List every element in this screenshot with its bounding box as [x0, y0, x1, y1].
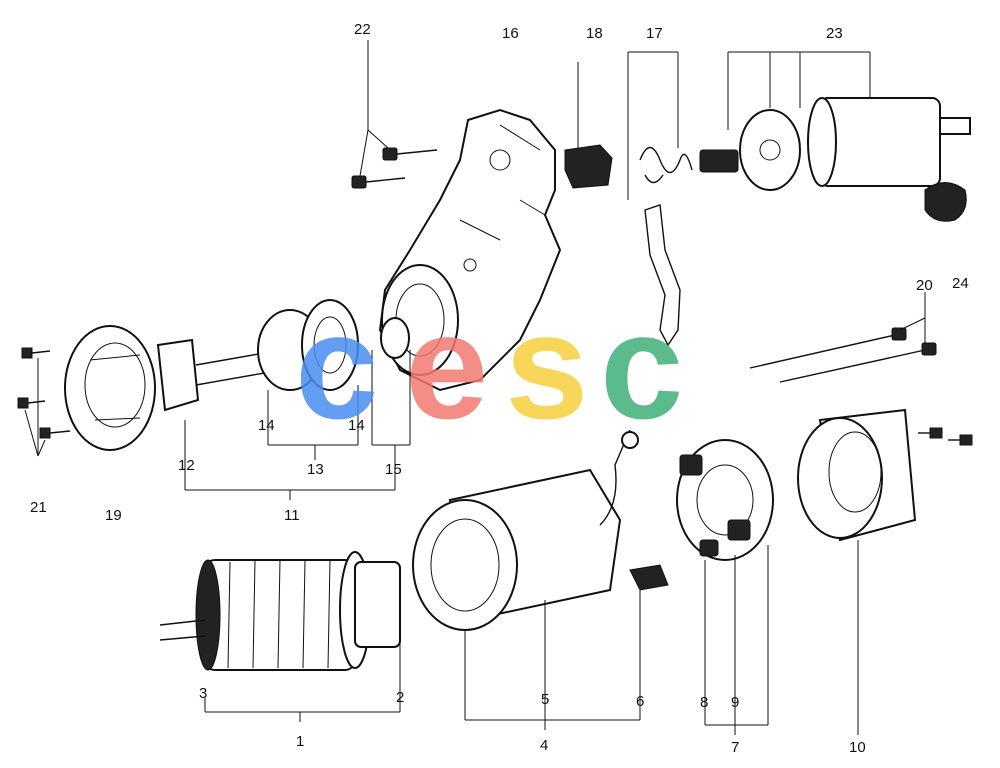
watermark-logo: c e s c: [295, 282, 683, 450]
label-14b: 14: [348, 417, 365, 434]
brush-block: [564, 62, 613, 189]
label-24: 24: [952, 275, 969, 292]
commutator-end-cap: [797, 408, 973, 735]
label-22: 22: [354, 21, 371, 38]
label-16: 16: [502, 25, 519, 42]
label-7: 7: [731, 739, 739, 756]
drive-end-housing: [378, 108, 562, 392]
label-11: 11: [284, 507, 300, 524]
label-2: 2: [396, 689, 404, 706]
terminal-boot: [924, 182, 967, 222]
drive-pinion-assembly: [156, 299, 411, 500]
label-12: 12: [178, 457, 195, 474]
label-4: 4: [540, 737, 548, 754]
label-5: 5: [541, 691, 549, 708]
through-bolts: [749, 292, 937, 383]
solenoid-switch: [699, 51, 971, 191]
label-15: 15: [385, 461, 402, 478]
label-19: 19: [105, 507, 122, 524]
label-3: 3: [199, 685, 207, 702]
spring-and-lever: [627, 51, 693, 347]
watermark-letter-s: s: [505, 282, 588, 450]
label-17: 17: [646, 25, 663, 42]
watermark-letter-c2: c: [600, 282, 683, 450]
brush-holder-plate: [676, 439, 774, 735]
label-10: 10: [849, 739, 866, 756]
cover-screws: [17, 347, 71, 457]
watermark-letter-e: e: [405, 282, 488, 450]
label-18: 18: [586, 25, 603, 42]
cover-plate: [64, 325, 156, 451]
label-21: 21: [30, 499, 47, 516]
label-23: 23: [826, 25, 843, 42]
label-8: 8: [700, 694, 708, 711]
label-9: 9: [731, 694, 739, 711]
watermark-letter-c1: c: [295, 282, 378, 450]
label-1: 1: [296, 733, 304, 750]
label-6: 6: [636, 693, 644, 710]
field-frame: [412, 429, 669, 730]
housing-bolts: [351, 40, 438, 189]
part-number-labels: 1 2 3 4 5 6 7 8 9 10 11 12 13 14 14 15 1…: [30, 21, 969, 756]
label-14a: 14: [258, 417, 275, 434]
label-20: 20: [916, 277, 933, 294]
label-13: 13: [307, 461, 324, 478]
armature: [159, 551, 401, 722]
